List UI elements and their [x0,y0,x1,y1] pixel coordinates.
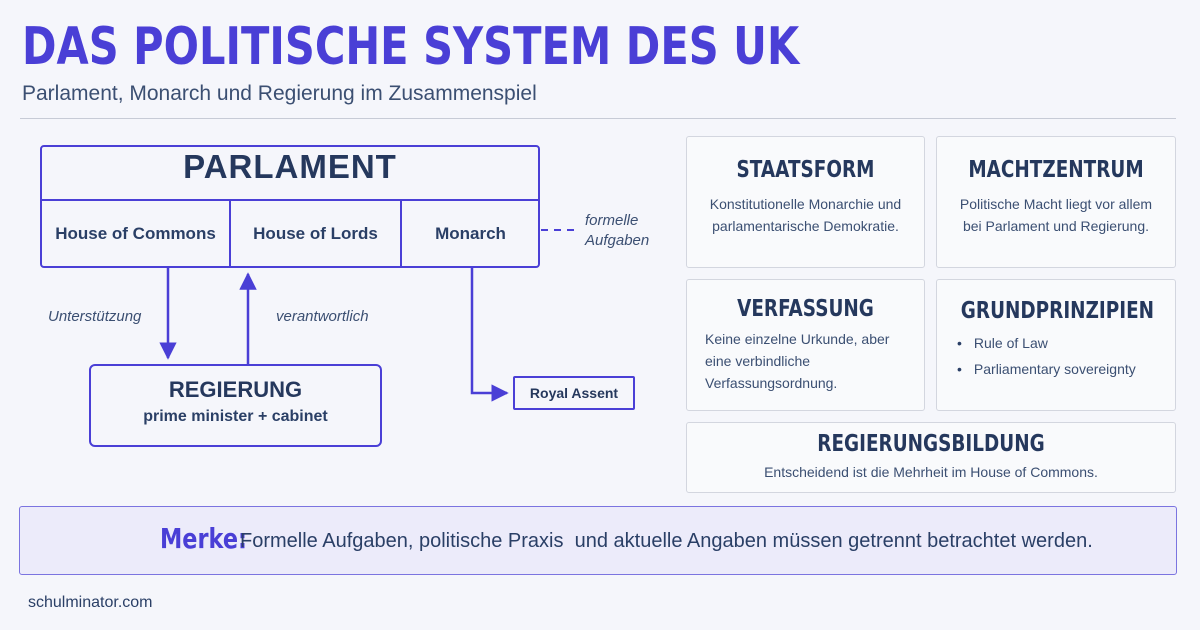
card-text: eine verbindliche [705,353,811,369]
footer-site-name: schulminator.com [28,594,153,611]
card-machtzentrum: MACHTZENTRUM Politische Macht liegt vor … [936,136,1176,268]
card-text: bei Parlament und Regierung. [962,218,1149,234]
cell-divider [229,200,231,267]
royal-assent-connector [470,268,509,402]
note-bar [19,506,1177,575]
card-text: parlamentarische Demokratie. [712,218,899,234]
diagram-connectors [159,229,578,402]
card-title: GRUNDPRINZIPIEN [960,298,1155,324]
parliament-box [40,145,540,268]
list-item: Parliamentary sovereignty [957,356,1175,382]
parliament-title: PARLAMENT [183,148,397,185]
government-box [89,364,382,447]
card-grundprinzipien: GRUNDPRINZIPIEN Rule of Law Parliamentar… [936,279,1176,411]
card-regierungsbildung: REGIERUNGSBILDUNG Entscheidend ist die M… [686,422,1176,493]
card-verfassung: VERFASSUNG Keine einzelne Urkunde, aber … [686,279,925,411]
card-text: Entscheidend ist die Mehrheit im House o… [764,464,1098,480]
list-item: Rule of Law [957,330,1175,356]
card-text: Keine einzelne Urkunde, aber [705,331,890,347]
house-of-lords-cell: House of Lords [253,224,378,243]
formal-duties-label: formelle [585,212,639,229]
page-title: DAS POLITISCHE SYSTEM DES UK [22,17,800,77]
header-divider [20,118,1176,119]
note-text: Formelle Aufgaben, politische Praxis und… [240,530,1093,552]
government-subtitle: prime minister + cabinet [143,408,328,425]
card-text: Verfassungsordnung. [705,375,838,391]
cell-divider [400,200,402,267]
house-of-commons-cell: House of Commons [55,224,216,243]
support-label: Unterstützung [48,308,142,325]
card-staatsform: STAATSFORM Konstitutionelle Monarchie un… [686,136,925,268]
responsible-label: verantwortlich [276,308,369,325]
formal-duties-label: Aufgaben [585,232,650,249]
royal-assent-box: Royal Assent [513,376,635,410]
note-label: Merke: [160,522,247,555]
card-title: VERFASSUNG [737,296,874,322]
monarch-cell: Monarch [435,224,506,243]
parliament-divider [40,199,540,201]
card-title: STAATSFORM [736,157,875,183]
principles-list: Rule of Law Parliamentary sovereignty [937,330,1175,382]
government-title: REGIERUNG [168,377,303,402]
card-text: Konstitutionelle Monarchie und [709,196,902,212]
card-title: REGIERUNGSBILDUNG [817,431,1045,457]
page-subtitle: Parlament, Monarch und Regierung im Zusa… [22,82,537,105]
card-title: MACHTZENTRUM [968,157,1144,183]
card-text: Politische Macht liegt vor allem [959,196,1153,212]
